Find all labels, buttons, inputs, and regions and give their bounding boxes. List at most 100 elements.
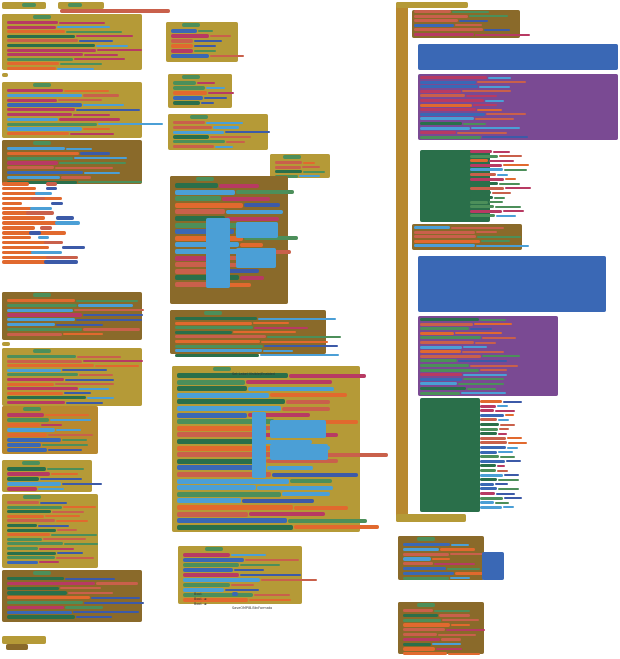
block-argument[interactable] (234, 568, 264, 571)
block-argument[interactable] (298, 175, 321, 178)
event-component-name[interactable] (32, 349, 51, 353)
block-row[interactable] (7, 359, 83, 363)
block-argument[interactable] (463, 122, 487, 125)
block-argument[interactable] (55, 323, 104, 326)
global-variable[interactable] (2, 240, 53, 245)
block-argument[interactable] (247, 386, 334, 391)
block-argument[interactable] (45, 255, 78, 260)
block-row[interactable] (414, 235, 476, 239)
block-row[interactable] (7, 364, 94, 368)
block-row[interactable] (7, 443, 42, 447)
block-argument[interactable] (499, 155, 523, 158)
block-argument[interactable] (496, 492, 516, 495)
block-row[interactable] (173, 145, 214, 149)
block-argument[interactable] (461, 392, 507, 395)
block-argument[interactable] (194, 49, 216, 52)
block-row[interactable] (7, 156, 74, 160)
block-argument[interactable] (225, 209, 284, 214)
block-row[interactable] (177, 412, 247, 418)
block-row[interactable] (470, 163, 502, 167)
block-argument[interactable] (495, 214, 517, 217)
block-argument[interactable] (59, 118, 121, 121)
block-argument[interactable] (481, 336, 517, 339)
block-row[interactable] (171, 39, 193, 43)
block-row[interactable] (175, 340, 260, 344)
block-row[interactable] (470, 177, 504, 181)
block-argument[interactable] (497, 432, 507, 435)
block-row[interactable] (7, 391, 63, 395)
block-row[interactable] (171, 29, 198, 33)
block-argument[interactable] (193, 39, 222, 42)
block-argument[interactable] (83, 171, 120, 174)
block-argument[interactable] (43, 240, 63, 245)
block-argument[interactable] (247, 413, 311, 418)
block-argument[interactable] (502, 164, 530, 167)
block-argument[interactable] (244, 236, 298, 241)
block-row[interactable] (7, 577, 65, 581)
block-argument[interactable] (217, 282, 252, 287)
block-argument[interactable] (74, 157, 127, 160)
block-row[interactable] (470, 168, 504, 172)
block-argument[interactable] (474, 117, 515, 120)
block-row[interactable] (7, 537, 43, 541)
block-row[interactable] (480, 418, 497, 422)
block-argument[interactable] (462, 378, 504, 381)
block-row[interactable] (7, 472, 50, 476)
block-row[interactable] (420, 126, 471, 130)
block-argument[interactable] (497, 487, 519, 490)
block-argument[interactable] (245, 558, 300, 561)
block-argument[interactable] (458, 359, 508, 362)
block-argument[interactable] (46, 467, 84, 470)
block-row[interactable] (275, 170, 303, 174)
block-argument[interactable] (431, 557, 450, 561)
block-argument[interactable] (76, 108, 141, 111)
logic-block[interactable] (270, 444, 328, 460)
block-argument[interactable] (504, 178, 517, 181)
block-row[interactable] (480, 409, 495, 413)
block-row[interactable] (275, 165, 301, 169)
block-row[interactable] (420, 108, 476, 112)
block-argument[interactable] (494, 196, 505, 199)
block-argument[interactable] (476, 235, 522, 238)
block-argument[interactable] (451, 226, 504, 229)
block-row[interactable] (7, 48, 96, 52)
block-row[interactable] (7, 303, 78, 308)
block-argument[interactable] (479, 369, 508, 372)
block-row[interactable] (171, 34, 210, 38)
block-argument[interactable] (49, 418, 91, 421)
block-row[interactable] (7, 180, 77, 184)
block-argument[interactable] (259, 354, 340, 357)
block-row[interactable] (403, 552, 449, 556)
block-row[interactable] (177, 472, 272, 478)
block-argument[interactable] (466, 94, 497, 97)
block-argument[interactable] (65, 147, 92, 150)
global-variable[interactable] (2, 211, 43, 215)
event-component-name[interactable] (22, 3, 36, 7)
block-row[interactable] (173, 130, 225, 134)
block-argument[interactable] (73, 113, 111, 116)
block-row[interactable] (177, 432, 265, 438)
block-argument[interactable] (38, 561, 60, 564)
block-row[interactable] (403, 547, 439, 552)
block-argument[interactable] (60, 62, 103, 65)
block-row[interactable] (171, 54, 210, 58)
block-row[interactable] (480, 436, 506, 440)
block-argument[interactable] (438, 614, 470, 617)
event-component-name[interactable] (68, 3, 82, 7)
block-row[interactable] (470, 154, 499, 158)
block-row[interactable] (7, 615, 76, 619)
block-row[interactable] (470, 159, 488, 163)
block-row[interactable] (420, 122, 463, 126)
block-row[interactable] (403, 609, 433, 613)
event-header[interactable] (2, 14, 57, 20)
block-argument[interactable] (472, 104, 497, 107)
block-argument[interactable] (241, 498, 314, 503)
block-argument[interactable] (252, 322, 290, 325)
block-row[interactable] (414, 10, 451, 14)
block-argument[interactable] (209, 135, 252, 139)
block-row[interactable] (7, 373, 79, 377)
block-row[interactable] (183, 563, 239, 567)
block-argument[interactable] (55, 519, 88, 522)
block-row[interactable] (177, 392, 269, 398)
global-variable[interactable] (2, 201, 23, 206)
